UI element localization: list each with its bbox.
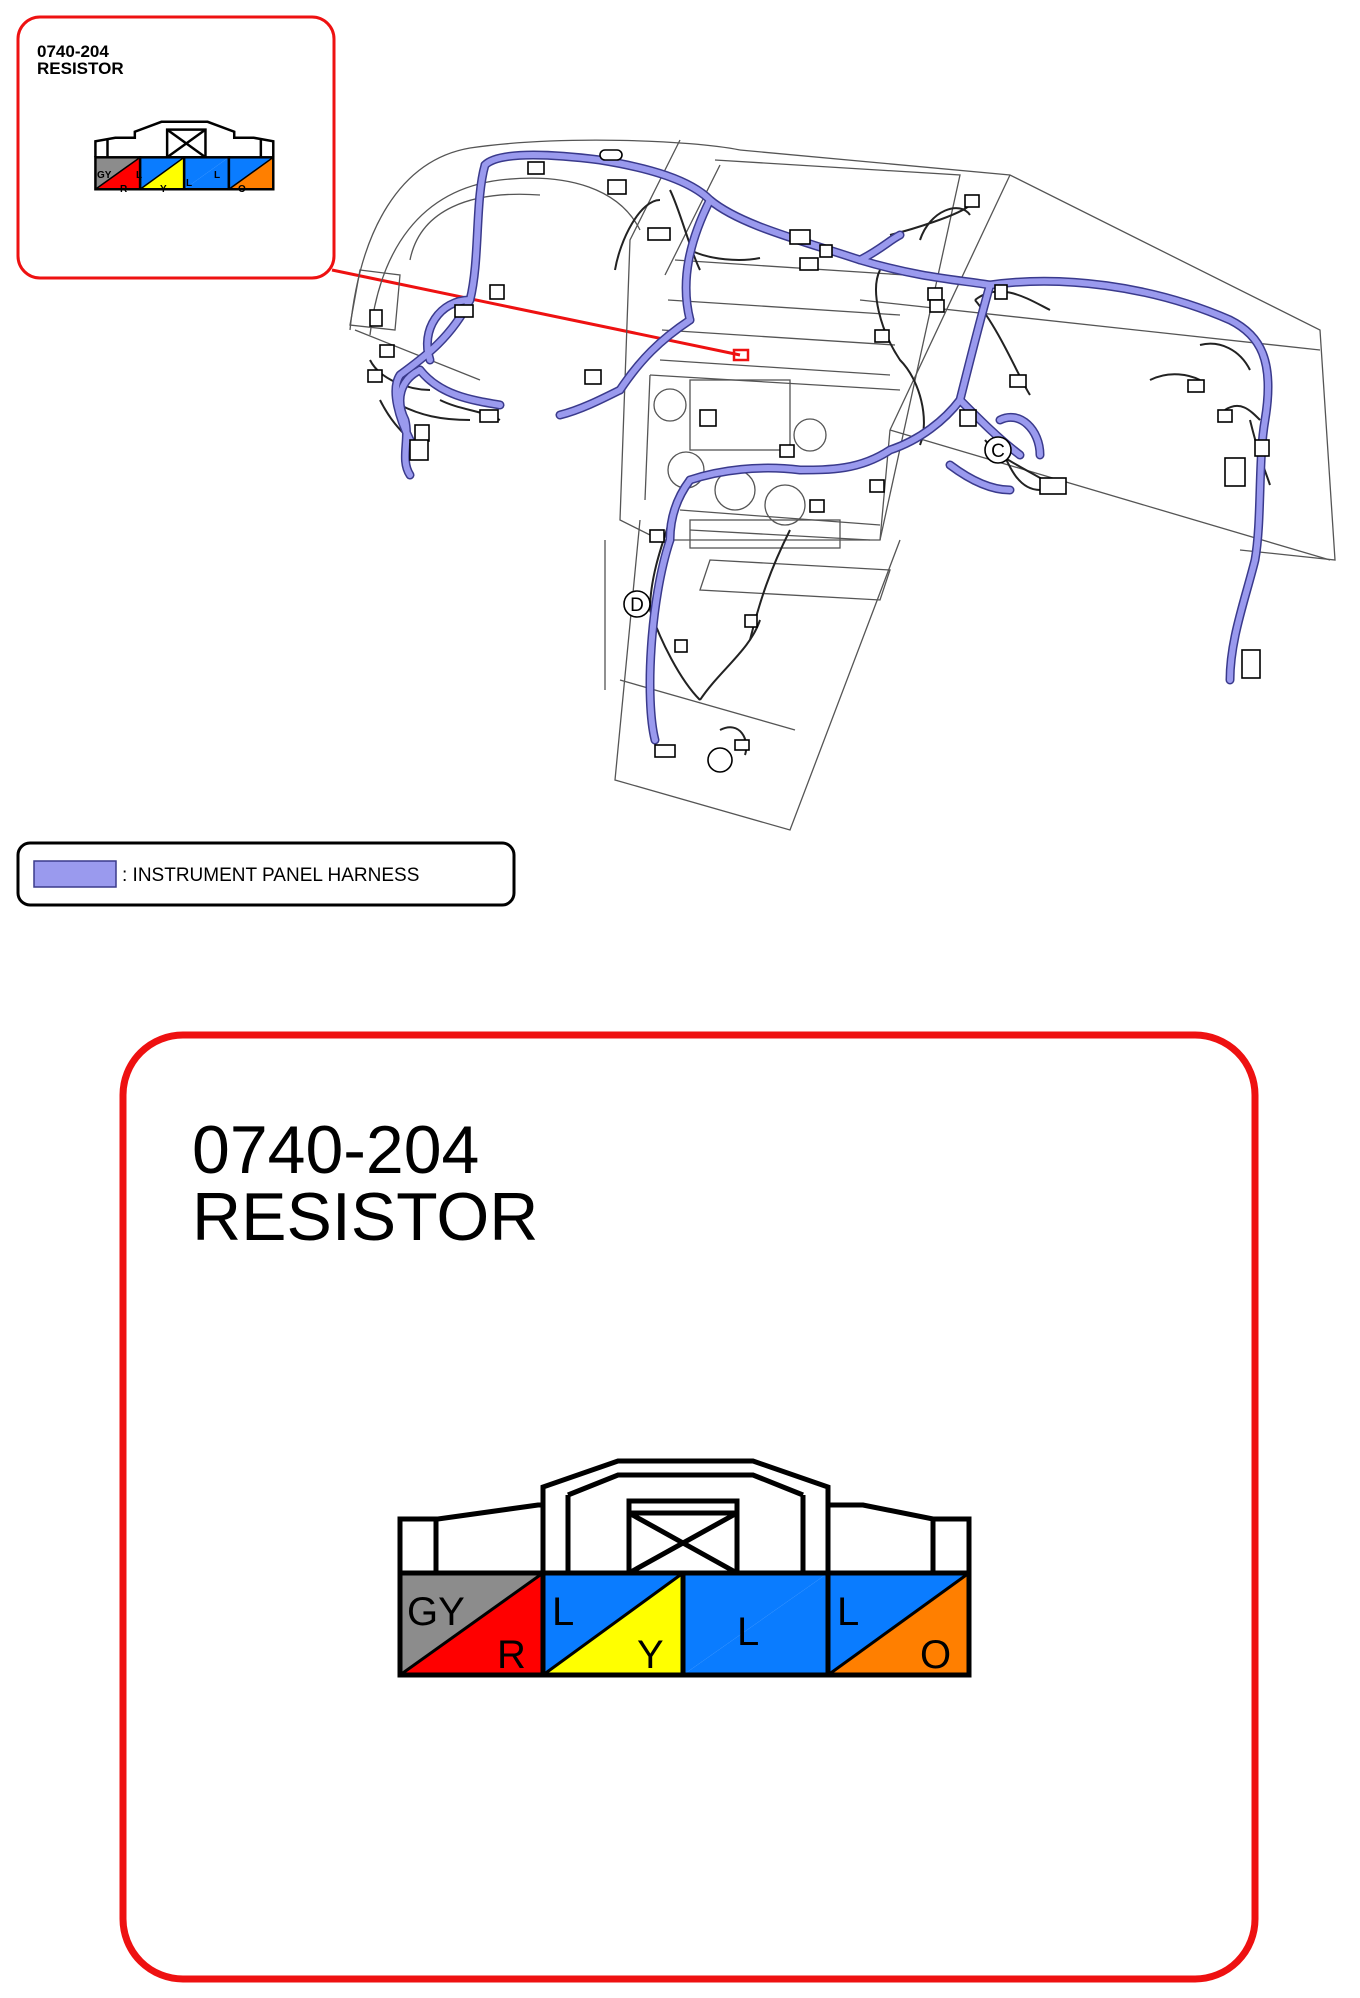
- harness-connectors: [367, 149, 1270, 773]
- inset-pin3-label: L: [186, 178, 192, 189]
- instrument-panel-harness: [391, 150, 1273, 745]
- inset-name: RESISTOR: [37, 59, 124, 78]
- pin-labels: GY R L Y L L O: [407, 1590, 951, 1677]
- pin-3-upper-color: [184, 157, 229, 190]
- thin-wires: [369, 189, 1271, 756]
- pin-3-lower-color: [683, 1573, 828, 1675]
- legend-frame: [16, 841, 516, 907]
- pin4-bottom-label: O: [920, 1633, 951, 1677]
- detail-code: 0740-204: [192, 1112, 479, 1188]
- callout-d-letter: D: [630, 595, 644, 616]
- detail-name: RESISTOR: [192, 1179, 538, 1255]
- dashboard-body: [349, 139, 1336, 831]
- callout-c-letter: C: [991, 441, 1005, 462]
- pin2-bottom-label: Y: [637, 1633, 664, 1677]
- pin2-top-label: L: [552, 1590, 574, 1634]
- detail-frame: [119, 1031, 1259, 1983]
- callout-pointer-line: [331, 268, 741, 357]
- callout-d: D: [623, 590, 651, 618]
- inset-code: 0740-204: [37, 42, 109, 61]
- pin-1-divider: [94, 156, 141, 190]
- pin1-top-label: GY: [407, 1590, 465, 1634]
- pin-2-divider: [542, 1571, 684, 1677]
- pin-4-divider: [228, 156, 274, 190]
- pin-4-divider: [827, 1571, 970, 1677]
- legend-label: : INSTRUMENT PANEL HARNESS: [122, 865, 419, 886]
- pin-2-divider: [139, 156, 185, 190]
- resistor-connector-face: [397, 1458, 972, 1678]
- inset-connector: [94, 120, 275, 191]
- inset-pin2-bottom: Y: [160, 184, 167, 195]
- inset-frame: [16, 15, 336, 280]
- pin-cells: [397, 1570, 972, 1678]
- inset-pin1-top: GY: [97, 170, 112, 181]
- inset-pin1-bottom: R: [120, 184, 128, 195]
- inset-pin-labels: GY R L Y L L O: [97, 170, 246, 195]
- inset-pin2-top: L: [136, 170, 142, 181]
- pin-4-cell: [825, 1570, 972, 1678]
- resistor-location-marker[interactable]: [732, 348, 750, 362]
- inset-pin4-top: L: [214, 170, 220, 181]
- pin-4-cell: [227, 156, 275, 191]
- dashboard-illustration: C D: [349, 139, 1336, 831]
- pin4-top-label: L: [837, 1590, 859, 1634]
- inset-pin-cells: [94, 156, 275, 191]
- connector-detail-panel: 0740-204 RESISTOR GY R L Y: [119, 1031, 1259, 1983]
- callout-c: C: [984, 436, 1012, 464]
- inset-pin4-bottom: O: [238, 184, 246, 195]
- legend-swatch: [33, 860, 117, 888]
- harness-legend: : INSTRUMENT PANEL HARNESS: [16, 841, 516, 907]
- inset-panel[interactable]: 0740-204 RESISTOR GY R L Y L L O: [16, 15, 336, 280]
- connector-housing: [397, 1458, 972, 1576]
- pin1-bottom-label: R: [497, 1633, 526, 1677]
- pin3-label: L: [737, 1610, 759, 1654]
- inset-connector-housing: [94, 120, 275, 159]
- pin-1-divider: [399, 1571, 544, 1677]
